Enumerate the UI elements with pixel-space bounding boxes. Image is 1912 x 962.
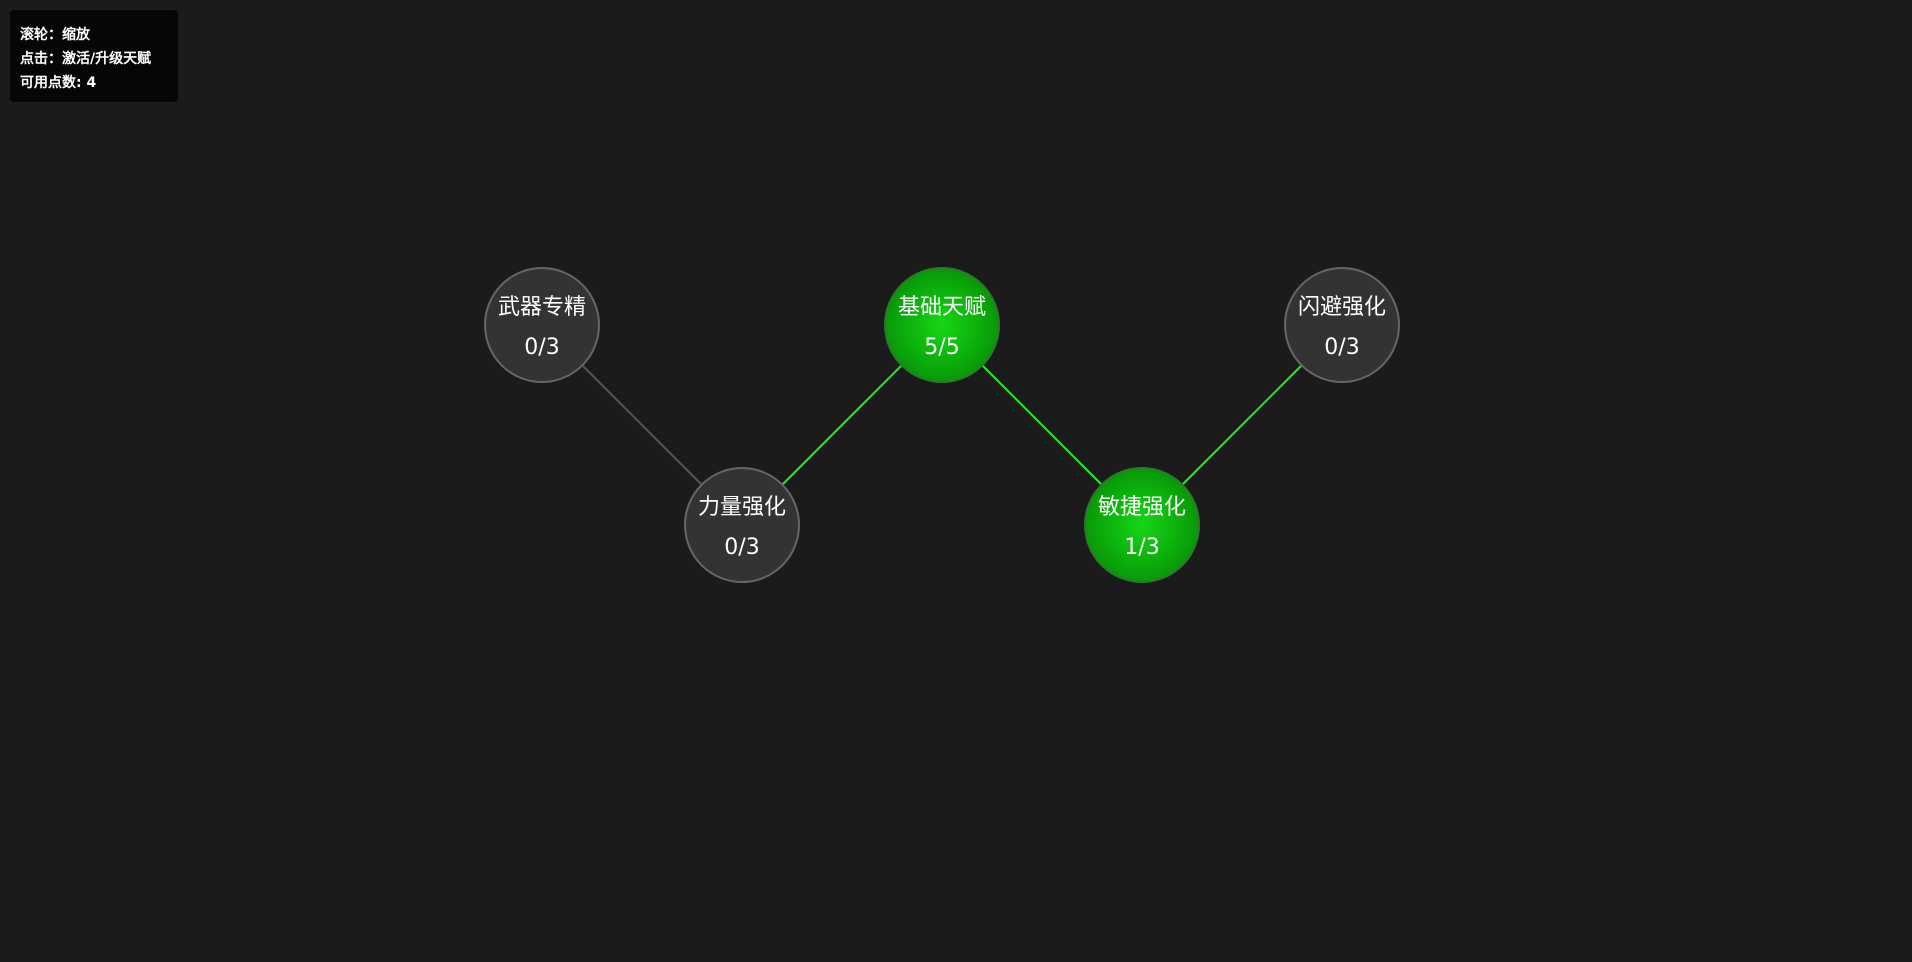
talent-node-agility[interactable]: 敏捷强化 1/3 — [1084, 467, 1200, 583]
talent-link-strength-base — [782, 365, 902, 485]
available-points: 可用点数: 4 — [20, 71, 178, 95]
talent-level: 0/3 — [524, 335, 560, 360]
talent-level: 5/5 — [924, 335, 960, 360]
talent-link-agility-dodge — [1182, 365, 1302, 485]
talent-level: 0/3 — [724, 535, 760, 560]
talent-name: 基础天赋 — [897, 295, 986, 320]
talent-level: 0/3 — [1324, 335, 1360, 360]
available-points-label: 可用点数: — [20, 75, 87, 91]
talent-name: 闪避强化 — [1297, 295, 1386, 320]
click-hint: 点击：激活/升级天赋 — [20, 51, 152, 67]
talent-name: 力量强化 — [697, 495, 786, 520]
talent-node-dodge[interactable]: 闪避强化 0/3 — [1284, 267, 1400, 383]
talent-level: 1/3 — [1124, 535, 1160, 560]
scroll-hint: 滚轮：缩放 — [20, 27, 90, 43]
talent-node-weapon-mastery[interactable]: 武器专精 0/3 — [484, 267, 600, 383]
talent-link-weapon-strength — [582, 365, 702, 485]
talent-link-base-agility — [982, 365, 1102, 485]
available-points-value: 4 — [86, 75, 97, 91]
talent-name: 武器专精 — [497, 295, 586, 320]
help-panel: 滚轮：缩放 点击：激活/升级天赋 可用点数: 4 — [10, 10, 178, 102]
talent-node-base[interactable]: 基础天赋 5/5 — [884, 267, 1000, 383]
talent-node-strength[interactable]: 力量强化 0/3 — [684, 467, 800, 583]
talent-name: 敏捷强化 — [1097, 495, 1186, 520]
